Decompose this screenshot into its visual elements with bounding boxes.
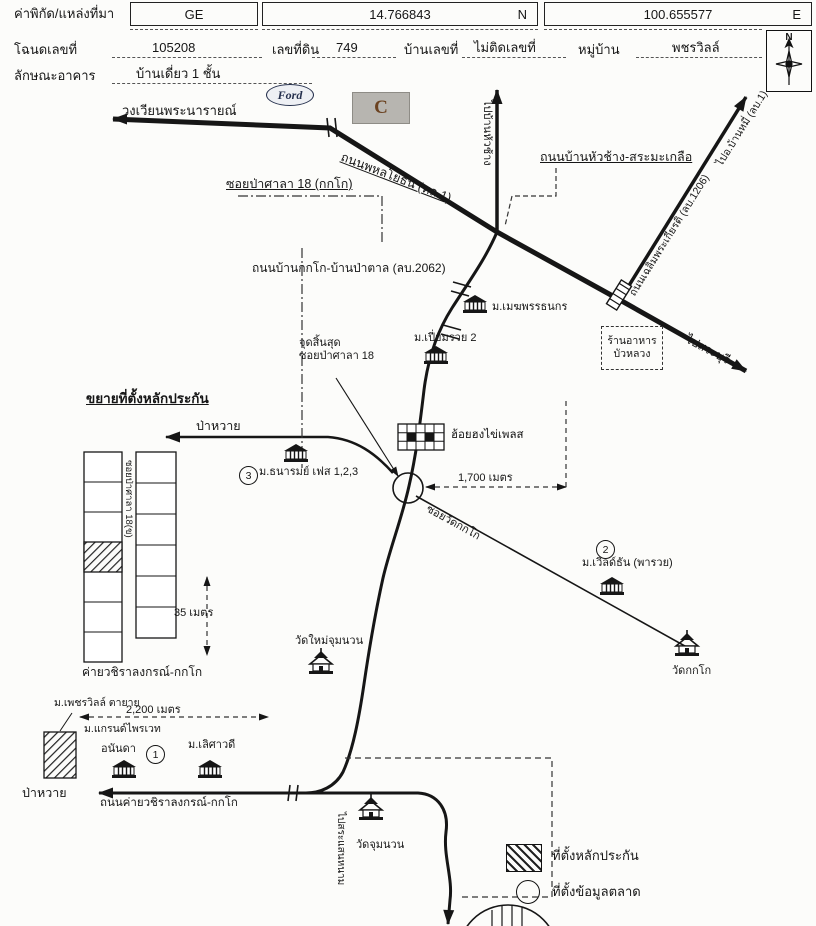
road-kokko-patan (305, 231, 499, 795)
soi-boundary-line (238, 195, 383, 243)
temple-icon (358, 793, 384, 821)
house-number-label: บ้านเลขที่ (404, 42, 459, 57)
collateral-parcel-hatch (83, 541, 123, 573)
compass-north-label: N (785, 32, 793, 43)
legend-market-swatch (516, 880, 540, 904)
divider (112, 57, 262, 58)
building-type-label: ลักษณะอาคาร (14, 68, 96, 83)
longitude-value: 100.655577 (643, 6, 713, 22)
divider (544, 29, 762, 30)
west-arrow-icon (112, 113, 127, 125)
divider (312, 57, 396, 58)
road-chalermprakiat (618, 96, 748, 301)
brand-logo-letter: C (374, 97, 388, 118)
soi-end-leader-line (335, 377, 399, 477)
footbridge-icon (605, 278, 633, 312)
divider (130, 29, 258, 30)
restaurant-line1: ร้านอาหาร (607, 334, 657, 347)
building-icon (423, 345, 449, 365)
latitude-direction: N (517, 6, 527, 22)
market-point-2: 2 (596, 540, 615, 559)
parcel-label: เลขที่ดิน (272, 42, 320, 57)
roundabout-circle-icon (466, 904, 550, 926)
temple-icon (308, 647, 334, 675)
compass-star-icon (775, 37, 803, 85)
source-box: GE (130, 2, 258, 26)
village-name: พชรวิลล์ (672, 40, 720, 55)
pawai-arrow-icon (165, 431, 180, 443)
brand-logo-icon: C (352, 92, 410, 124)
divider (462, 57, 566, 58)
road-pawai-west (166, 435, 394, 474)
building-icon (111, 759, 137, 779)
legend-collateral-swatch (506, 844, 542, 872)
deed-number: 105208 (152, 40, 196, 55)
market-point-1: 1 (146, 745, 165, 764)
coordinate-source-label: ค่าพิกัด/แหล่งที่มา (14, 6, 115, 21)
ford-logo-icon: Ford (266, 84, 314, 106)
south-arrow-icon (442, 909, 455, 926)
latitude-box: 14.766843 N (262, 2, 538, 26)
longitude-box: 100.655577 E (544, 2, 812, 26)
divider (636, 57, 762, 58)
restaurant-box: ร้านอาหาร บัวหลวง (601, 326, 663, 370)
legend-collateral-label: ที่ตั้งหลักประกัน (552, 848, 639, 863)
parcel-number: 749 (336, 40, 358, 55)
expanded-plan (83, 451, 177, 663)
road-south-branch (306, 791, 453, 925)
compass-rose-icon: N (766, 30, 812, 92)
legend-market-label: ที่ตั้งข้อมูลตลาด (552, 884, 641, 899)
huachang-leader-line (504, 168, 557, 227)
building-icon (283, 443, 309, 463)
bridge-marks-icon (287, 117, 472, 802)
collateral-site-hatch (43, 731, 77, 779)
collateral-leader-line (59, 712, 73, 732)
temple-icon (674, 629, 700, 657)
north-arrow-icon (491, 89, 503, 104)
building-type-value: บ้านเดี่ยว 1 ชั้น (136, 66, 221, 81)
ford-logo-text: Ford (277, 87, 303, 102)
divider (262, 29, 538, 30)
deed-label: โฉนดเลขที่ (14, 42, 78, 57)
road-soi-watkokko (415, 495, 693, 651)
building-icon (462, 294, 488, 314)
restaurant-line2: บัวหลวง (613, 348, 651, 360)
market-point-3: 3 (239, 466, 258, 485)
source-value: GE (184, 6, 204, 22)
latitude-value: 14.766843 (369, 6, 431, 22)
district-boundary-line (345, 757, 553, 898)
divider (112, 83, 312, 84)
village-label: หมู่บ้าน (578, 42, 620, 57)
building-icon (197, 759, 223, 779)
hoihong-building-icon (397, 423, 445, 451)
road-arrowheads (98, 89, 752, 926)
longitude-direction: E (792, 6, 801, 22)
junction-circle-icon (392, 472, 424, 504)
house-number-value: ไม่ติดเลขที่ (474, 40, 536, 55)
pawai-south-arrow-icon (98, 787, 113, 799)
building-icon (599, 576, 625, 596)
